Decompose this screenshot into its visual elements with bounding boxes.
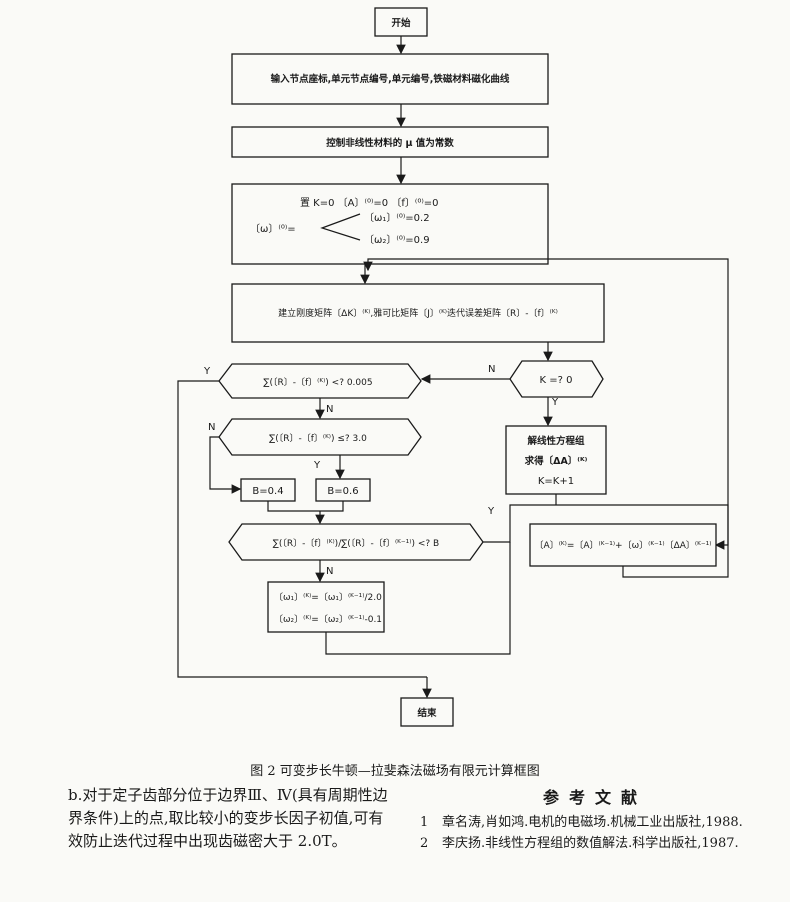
reference-number: 2 xyxy=(420,836,429,851)
input-box xyxy=(231,53,549,105)
edge-cond1-yes-end xyxy=(177,380,427,678)
cond2-no-label: N xyxy=(208,422,215,433)
edge-b-merge xyxy=(267,501,344,512)
decision-k-zero-label: K =? 0 xyxy=(540,375,573,386)
start-node xyxy=(374,7,428,37)
k-no-label: N xyxy=(488,364,495,375)
cond1-no-label: N xyxy=(326,404,333,415)
solve-box xyxy=(505,425,607,495)
b-06-label: B=0.6 xyxy=(327,486,358,497)
init-box xyxy=(231,183,549,265)
init-line1: 置 K=0 〔A〕⁽⁰⁾=0 〔f〕⁽⁰⁾=0 xyxy=(300,197,439,209)
cond2-yes-label: Y xyxy=(313,460,321,471)
init-brace xyxy=(320,213,361,241)
decision-residual-small-label: ∑(〔R〕-〔f〕⁽ᴷ⁾) <? 0.005 xyxy=(263,377,372,388)
decision-residual-ratio-label: ∑(〔R〕-〔f〕⁽ᴷ⁾)/∑(〔R〕-〔f〕⁽ᴷ⁻¹⁾) <? B xyxy=(273,538,439,549)
reference-text: 章名涛,肖如鸿.电机的电磁场.机械工业出版社,1988. xyxy=(442,815,743,830)
references-title: 参考文献 xyxy=(542,788,647,807)
init-omega-prefix: 〔ω〕⁽⁰⁾= xyxy=(250,223,296,235)
edge-cond3-yes-update xyxy=(483,504,729,550)
edge-omega-merge xyxy=(325,542,511,655)
input-label: 输入节点座标,单元节点编号,单元编号,铁磁材料磁化曲线 xyxy=(271,73,510,85)
cond1-yes-label: Y xyxy=(203,366,211,377)
control-mu-box xyxy=(231,126,549,158)
start-label: 开始 xyxy=(391,17,411,29)
omega-update-line2: 〔ω₂〕⁽ᴷ⁾=〔ω₂〕⁽ᴷ⁻¹⁾-0.1 xyxy=(274,614,382,625)
solve-line3: K=K+1 xyxy=(538,476,574,487)
k-yes-label: Y xyxy=(551,397,559,408)
end-label: 结束 xyxy=(416,707,437,719)
edge-loop-back-build xyxy=(363,258,729,578)
reference-text: 李庆扬.非线性方程组的数值解法.科学出版社,1987. xyxy=(442,836,739,851)
init-omega2: 〔ω₂〕⁽⁰⁾=0.9 xyxy=(364,234,430,246)
b-04-label: B=0.4 xyxy=(252,486,283,497)
reference-item: 2 李庆扬.非线性方程组的数值解法.科学出版社,1987. xyxy=(420,833,770,854)
build-matrix-label: 建立刚度矩阵〔ΔK〕⁽ᴷ⁾,雅可比矩阵〔J〕⁽ᴷ⁾迭代误差矩阵〔R〕-〔f〕⁽ᴷ… xyxy=(278,307,558,319)
cond3-yes-label: Y xyxy=(487,506,495,517)
a-update-label: 〔A〕⁽ᴷ⁾=〔A〕⁽ᴷ⁻¹⁾+〔ω〕⁽ᴷ⁻¹⁾〔ΔA〕⁽ᴷ⁻¹⁾ xyxy=(535,540,712,551)
decision-residual-threshold-label: ∑(〔R〕-〔f〕⁽ᴷ⁾) ≤? 3.0 xyxy=(269,433,367,444)
end-node xyxy=(400,697,454,727)
solve-line2: 求得〔ΔA〕⁽ᴷ⁾ xyxy=(525,455,588,467)
flowchart: 开始 输入节点座标,单元节点编号,单元编号,铁磁材料磁化曲线 控制非线性材料的 … xyxy=(177,7,729,727)
body-paragraph: b.对于定子齿部分位于边界Ⅲ、Ⅳ(具有周期性边界条件)上的点,取比较小的变步长因… xyxy=(68,786,388,850)
decision-residual-ratio xyxy=(228,523,484,561)
omega-update-line1: 〔ω₁〕⁽ᴷ⁾=〔ω₁〕⁽ᴷ⁻¹⁾/2.0 xyxy=(274,592,382,603)
init-omega1: 〔ω₁〕⁽⁰⁾=0.2 xyxy=(364,212,430,224)
cond3-no-label: N xyxy=(326,566,333,577)
control-mu-label: 控制非线性材料的 μ 值为常数 xyxy=(326,137,454,149)
reference-item: 1 章名涛,肖如鸿.电机的电磁场.机械工业出版社,1988. xyxy=(420,812,770,833)
references-section: 参考文献 1 章名涛,肖如鸿.电机的电磁场.机械工业出版社,1988. 2 李庆… xyxy=(420,784,770,854)
reference-number: 1 xyxy=(420,815,429,830)
build-matrix-box xyxy=(231,283,605,343)
edge-cond2-no-b1 xyxy=(209,436,242,494)
figure-caption: 图 2 可变步长牛顿—拉斐森法磁场有限元计算框图 xyxy=(250,764,540,779)
solve-line1: 解线性方程组 xyxy=(527,435,585,447)
